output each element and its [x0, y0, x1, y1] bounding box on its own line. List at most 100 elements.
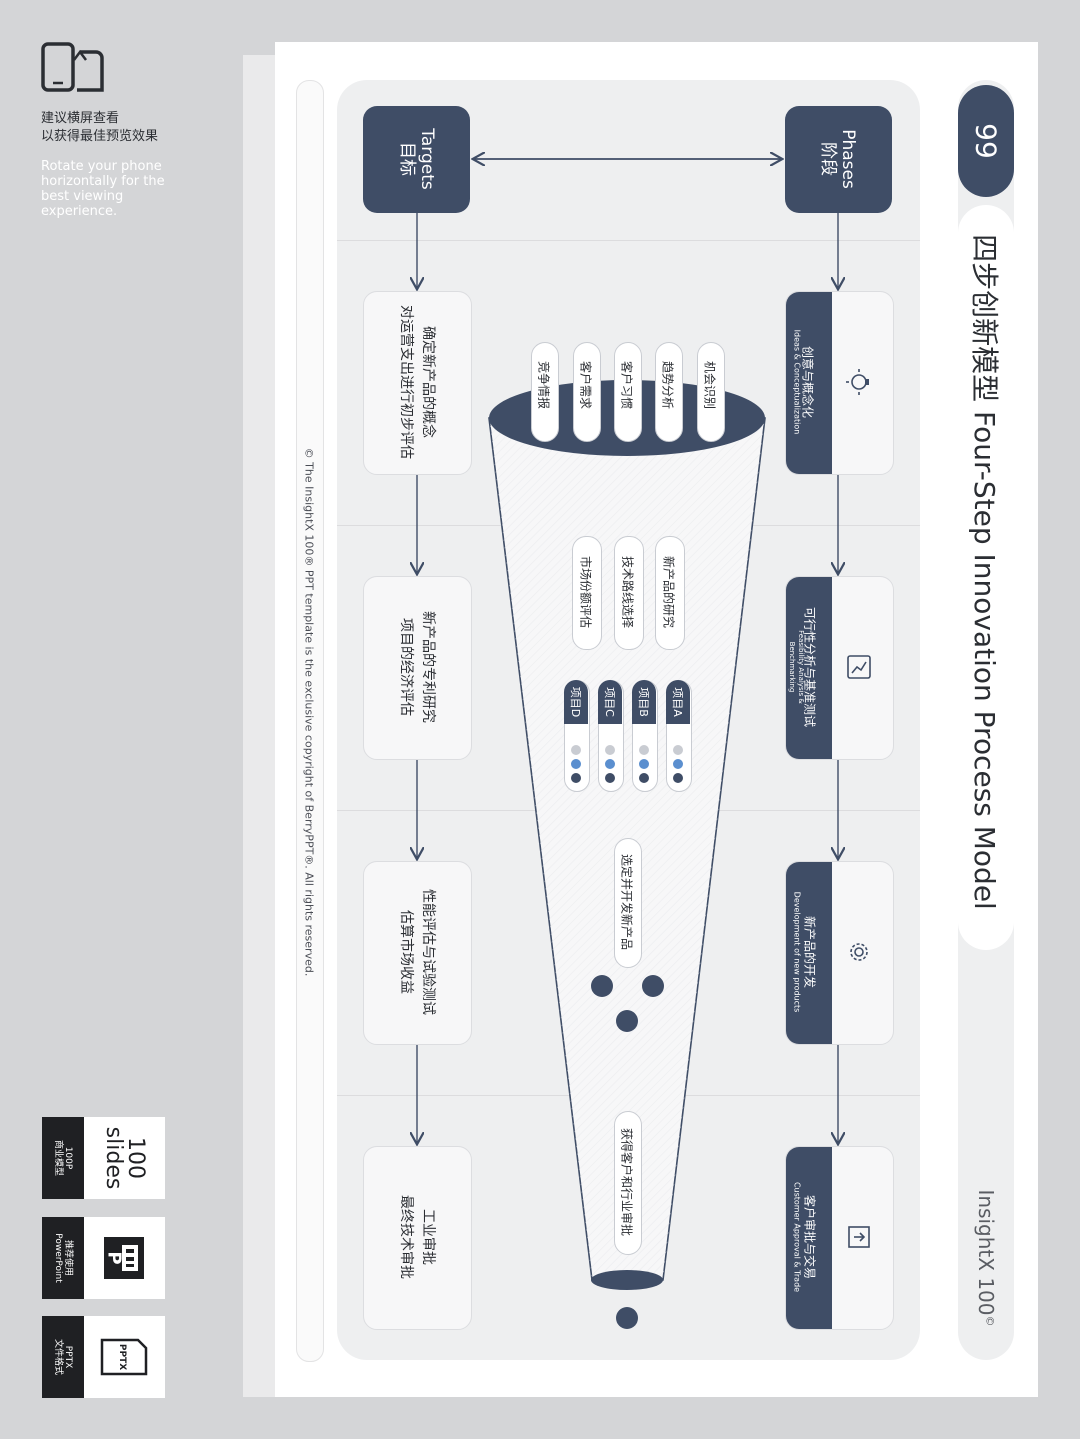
status-dot — [673, 759, 683, 769]
status-dot — [673, 745, 683, 755]
hint-cn: 建议横屏查看 以获得最佳预览效果 — [41, 110, 158, 146]
selected-dot — [616, 1010, 638, 1032]
target-3-line2: 估算市场收益 — [398, 910, 414, 994]
target-card-4 — [363, 1146, 472, 1330]
targets-header-label: Targets 目标 — [397, 128, 437, 189]
target-1-text: 确定新产品的概念 对运营支出进行初步评估 — [395, 305, 439, 459]
gear-icon — [845, 938, 873, 966]
file-icon: PPTX — [100, 1336, 148, 1376]
stage2-item-2: 技术路线选择 — [620, 555, 635, 629]
hint-en-line2: horizontally for the — [41, 174, 165, 189]
hint-en: Rotate your phone horizontally for the b… — [41, 159, 165, 219]
phase-4-cn: 客户审批与交易 — [802, 1194, 817, 1280]
target-1-line1: 确定新产品的概念 — [420, 326, 436, 438]
badge-slides-count: 100P 商业模型 100 slides — [42, 1117, 165, 1199]
status-dot — [571, 759, 581, 769]
stage4-pill — [614, 1111, 642, 1255]
project-tag-bg — [598, 680, 622, 724]
target-1-line2: 对运营支出进行初步评估 — [398, 305, 414, 459]
chart-icon — [845, 653, 873, 681]
export-icon — [845, 1223, 873, 1251]
targets-header-en: Targets — [417, 128, 437, 190]
stage2-pill — [655, 536, 685, 650]
phases-header — [785, 106, 892, 213]
status-dot — [605, 759, 615, 769]
stage3-label: 选定并开发新产品 — [619, 853, 634, 951]
status-dot — [639, 745, 649, 755]
targets-header — [363, 106, 470, 213]
status-dot — [639, 773, 649, 783]
target-card-1 — [363, 291, 472, 475]
selected-dot — [591, 975, 613, 997]
rotate-phone-icon — [40, 42, 108, 94]
badge-powerpoint: 推荐使用 PowerPoint P — [42, 1217, 165, 1299]
phases-header-label: Phases 阶段 — [818, 129, 858, 189]
stage3-pill — [614, 838, 642, 968]
stage2-item-3: 市场份额评估 — [578, 555, 593, 629]
target-3-text: 性能评估与试验测试 估算市场收益 — [395, 889, 439, 1015]
slide-number-pill — [958, 85, 1014, 197]
lightbulb-icon — [845, 368, 873, 396]
status-dot — [571, 773, 581, 783]
slide-shadow — [243, 55, 277, 1397]
status-dot — [605, 745, 615, 755]
target-4-line1: 工业审批 — [420, 1209, 436, 1265]
phase-card-2 — [785, 576, 894, 760]
phase-4-en: Customer Approval & Trade — [792, 1181, 802, 1293]
target-2-line1: 新产品的专利研究 — [420, 611, 436, 723]
funnel-input-pill — [531, 342, 559, 442]
copyright-rail — [296, 80, 324, 1362]
row-divider — [337, 240, 920, 241]
phases-header-en: Phases — [838, 129, 858, 189]
funnel-input-pill — [614, 342, 642, 442]
funnel-input-2: 趋势分析 — [660, 360, 675, 410]
hint-en-line1: Rotate your phone — [41, 159, 162, 174]
project-d: 项目D — [569, 686, 582, 718]
target-2-line2: 项目的经济评估 — [398, 618, 414, 716]
funnel-input-4: 客户需求 — [578, 360, 593, 410]
hint-cn-line1: 建议横屏查看 — [41, 111, 120, 126]
project-tag-bg — [666, 680, 690, 724]
status-dot — [673, 773, 683, 783]
target-card-3 — [363, 861, 472, 1045]
target-card-2 — [363, 576, 472, 760]
phase-1-cn: 创意与概念化 — [800, 345, 815, 419]
phase-2-en: Feasibility Analysis & Benchmarking — [788, 630, 805, 704]
funnel-input-1: 机会识别 — [702, 360, 717, 410]
funnel-input-pill — [573, 342, 601, 442]
stage2-item-1: 新产品的研究 — [661, 555, 676, 629]
targets-header-cn: 目标 — [397, 141, 417, 176]
stage2-pill — [614, 536, 644, 650]
hint-cn-line2: 以获得最佳预览效果 — [41, 129, 159, 144]
target-2-text: 新产品的专利研究 项目的经济评估 — [395, 611, 439, 723]
target-4-line2: 最终技术审批 — [398, 1195, 414, 1279]
project-a: 项目A — [671, 687, 684, 717]
title-pill — [958, 205, 1014, 950]
status-dot — [605, 773, 615, 783]
status-dot — [571, 745, 581, 755]
selected-dot — [642, 975, 664, 997]
project-b: 项目B — [637, 687, 650, 717]
funnel-input-pill — [697, 342, 725, 442]
project-tag-bg — [632, 680, 656, 724]
stage4-label: 获得客户和行业审批 — [619, 1127, 634, 1237]
hint-en-line3: best viewing — [41, 189, 124, 204]
phase-card-4 — [785, 1146, 894, 1330]
target-3-line1: 性能评估与试验测试 — [420, 889, 436, 1015]
phase-3-cn: 新产品的开发 — [802, 915, 817, 989]
final-product-dot — [616, 1307, 638, 1329]
funnel-input-3: 客户习惯 — [619, 360, 634, 410]
funnel-input-pill — [655, 342, 683, 442]
funnel-input-5: 竞争情报 — [536, 360, 551, 410]
project-c: 项目C — [603, 687, 616, 717]
phase-card-3 — [785, 861, 894, 1045]
status-dot — [639, 759, 649, 769]
hint-en-line4: experience. — [41, 204, 118, 219]
phases-header-cn: 阶段 — [818, 142, 838, 176]
phase-1-en: Ideas & Conceptualization — [792, 329, 802, 435]
target-4-text: 工业审批 最终技术审批 — [395, 1195, 439, 1279]
powerpoint-icon: P — [100, 1231, 148, 1285]
phase-card-1 — [785, 291, 894, 475]
stage2-pill — [572, 536, 602, 650]
